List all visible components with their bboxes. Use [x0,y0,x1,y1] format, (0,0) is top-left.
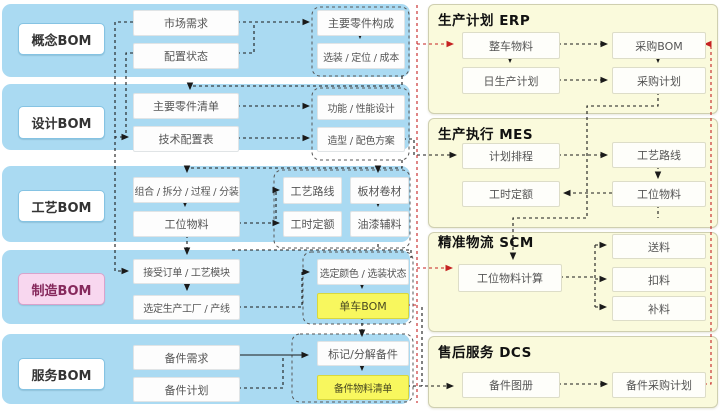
node-main-parts-composition: 主要零件构成 [317,10,405,36]
node-workhour-quota-left: 工时定额 [283,211,342,237]
node-workhour-quota-mes: 工时定额 [462,181,560,207]
label-design-bom: 设计BOM [18,106,105,139]
node-process-route-mes: 工艺路线 [612,142,706,168]
node-spare-material-list: 备件物料清单 [317,375,409,400]
node-config-status: 配置状态 [133,43,239,69]
node-spare-plan: 备件计划 [133,377,240,402]
node-combine-split-process-subassembly: 组合 / 拆分 / 过程 / 分装 [133,177,240,203]
node-market-demand: 市场需求 [133,10,239,36]
node-daily-production-plan: 日生产计划 [462,67,560,94]
node-plan-scheduling: 计划排程 [462,143,560,169]
section-title-mes: 生产执行 MES [438,127,534,143]
node-station-material-left: 工位物料 [133,211,240,237]
label-service-bom: 服务BOM [18,358,105,390]
label-manufacturing-bom: 制造BOM [18,273,105,305]
node-styling-color-scheme: 造型 / 配色方案 [317,127,405,152]
node-select-factory-line: 选定生产工厂 / 产线 [133,295,240,320]
section-title-scm: 精准物流 SCM [438,235,534,251]
node-deliver-material: 送料 [612,234,706,259]
node-spare-purchase-plan: 备件采购计划 [612,372,706,398]
node-function-performance-design: 功能 / 性能设计 [317,95,405,120]
node-process-route-left: 工艺路线 [283,177,342,204]
node-mark-decompose-spare: 标记/分解备件 [317,341,409,366]
node-option-position-cost: 选装 / 定位 / 成本 [317,43,405,69]
node-accept-order-process-module: 接受订单 / 工艺模块 [133,259,240,284]
node-purchase-bom: 采购BOM [612,32,706,59]
node-main-parts-list: 主要零件清单 [133,93,239,119]
node-paint-auxiliary: 油漆辅料 [350,211,409,237]
node-station-material-calc: 工位物料计算 [458,264,562,292]
node-vehicle-material: 整车物料 [462,32,560,59]
section-title-dcs: 售后服务 DCS [438,345,532,361]
node-purchase-plan: 采购计划 [612,67,706,94]
section-title-erp: 生产计划 ERP [438,13,531,29]
node-spare-atlas: 备件图册 [462,372,560,398]
node-deduct-material: 扣料 [612,267,706,292]
label-concept-bom: 概念BOM [18,23,105,55]
label-process-bom: 工艺BOM [18,190,105,222]
node-station-material-mes: 工位物料 [612,181,706,207]
node-vehicle-bom: 单车BOM [317,293,409,319]
node-tech-config-table: 技术配置表 [133,126,239,152]
node-select-color-option-status: 选定颜色 / 选装状态 [317,259,409,285]
node-sheet-coil-material: 板材卷材 [350,177,409,204]
node-spare-demand: 备件需求 [133,345,240,370]
node-replenish-material: 补料 [612,296,706,321]
